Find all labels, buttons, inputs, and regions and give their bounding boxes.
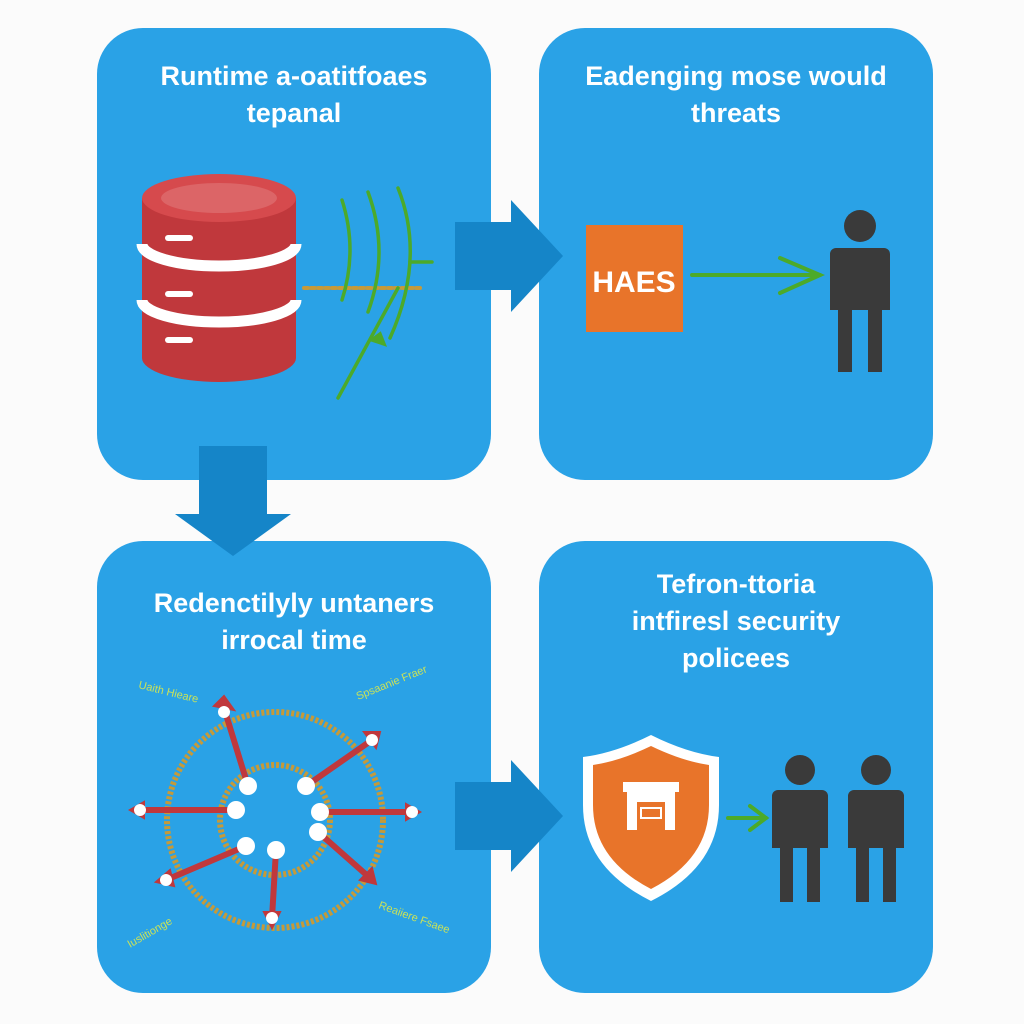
- arrow-right-icon: [455, 760, 563, 872]
- haes-label: HAES: [592, 266, 675, 299]
- signal-waves-icon: [302, 186, 434, 400]
- network-label: Reaiiere Fsaee: [377, 900, 451, 937]
- people-icon: [772, 755, 904, 902]
- green-arrow-icon: [690, 256, 825, 295]
- shield-icon: [583, 735, 719, 901]
- green-arrow-icon: [726, 804, 770, 832]
- network-label: Spsaanie Fraer: [355, 663, 430, 702]
- panel-title: Tefron-ttoria intfiresl security policee…: [631, 569, 841, 673]
- network-arrows-icon: Uaith Hieare Spsaanie Fraer Iuslitionge …: [126, 663, 452, 950]
- network-label: Iuslitionge: [126, 915, 175, 950]
- arrow-right-icon: [455, 200, 563, 312]
- panel-title: Eadenging mose would threats: [585, 61, 887, 128]
- person-icon: [830, 210, 890, 372]
- haes-box-icon: HAES: [586, 225, 683, 332]
- arrow-down-icon: [175, 446, 291, 556]
- database-icon: [136, 174, 302, 382]
- panel-title: Redenctilуly untaners irrocal time: [153, 588, 435, 655]
- panel-title: Runtime a-oatitfoaes tepanal: [160, 61, 428, 128]
- network-label: Uaith Hieare: [137, 679, 199, 705]
